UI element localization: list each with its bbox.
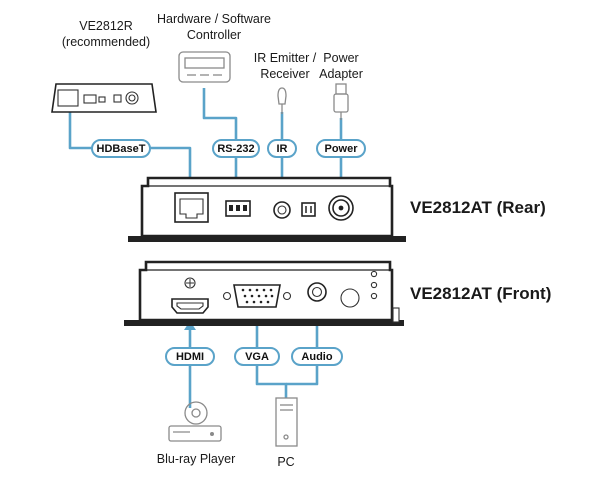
front-vga-screw-left — [222, 291, 232, 301]
bluray-label: Blu-ray Player — [157, 452, 236, 466]
rear-device-title: VE2812AT (Rear) — [410, 198, 546, 217]
power-adapter: Power Adapter — [319, 51, 363, 120]
pc-tower-icon — [275, 397, 298, 447]
rs232-pill — [212, 139, 260, 158]
ir-label-line1: IR Emitter / — [254, 51, 317, 65]
receiver-label-line1: VE2812R — [79, 19, 133, 33]
audio-cable — [286, 306, 319, 386]
front-device-title: VE2812AT (Front) — [410, 284, 551, 303]
receiver-dip — [113, 94, 122, 103]
controller-monitor-icon — [178, 51, 231, 83]
hdbaset-pill — [91, 139, 151, 158]
power-label-line1: Power — [323, 51, 358, 65]
ir-emitter-icon — [277, 87, 287, 105]
front-ir-window — [340, 288, 360, 308]
controller-label-line2: Controller — [187, 28, 241, 42]
vga-pill — [234, 347, 280, 366]
power-cable-label: Power — [324, 143, 358, 155]
device-front: VE2812AT (Front) — [124, 260, 551, 326]
bluray-body-icon — [168, 425, 222, 442]
hdmi-label: HDMI — [176, 351, 204, 363]
audio-label: Audio — [301, 351, 332, 363]
ir-cable-label: IR — [277, 143, 288, 155]
receiver-label-line2: (recommended) — [62, 35, 150, 49]
power-plug-icon — [335, 83, 347, 95]
receiver-switch — [98, 96, 106, 103]
front-side-tab — [392, 307, 400, 323]
bluray-player: Blu-ray Player — [157, 401, 236, 466]
power-label-line2: Adapter — [319, 67, 363, 81]
front-led-2 — [370, 281, 378, 289]
front-vga-screw-right — [282, 291, 292, 301]
receiver-terminal-port — [83, 94, 97, 104]
device-rear: VE2812AT (Rear) — [128, 176, 546, 242]
ve2812r-receiver: VE2812R (recommended) — [51, 19, 157, 113]
audio-pill — [291, 347, 343, 366]
hdmi-pill — [165, 347, 215, 366]
rear-chassis-shadow — [128, 236, 406, 242]
power-pill — [316, 139, 366, 158]
front-led-1 — [370, 270, 378, 278]
front-vga-pins — [241, 288, 274, 304]
pc: PC — [275, 397, 298, 469]
vga-label: VGA — [245, 351, 269, 363]
rear-dip-switch — [301, 202, 316, 217]
hdbaset-label: HDBaseT — [97, 143, 146, 155]
front-chassis-shadow — [124, 320, 404, 326]
rs232-label: RS-232 — [217, 143, 254, 155]
receiver-rj45-port — [57, 89, 79, 107]
ir-emitter: IR Emitter / Receiver — [254, 51, 317, 114]
pc-label: PC — [277, 455, 294, 469]
controller: Hardware / Software Controller — [157, 12, 271, 83]
bluray-disc-icon — [184, 401, 208, 425]
front-led-3 — [370, 292, 378, 300]
controller-label-line1: Hardware / Software — [157, 12, 271, 26]
ir-label-line2: Receiver — [260, 67, 309, 81]
ir-pill — [267, 139, 297, 158]
cable-labels: HDBaseT RS-232 IR Power HDMI VGA Audio — [91, 139, 366, 366]
